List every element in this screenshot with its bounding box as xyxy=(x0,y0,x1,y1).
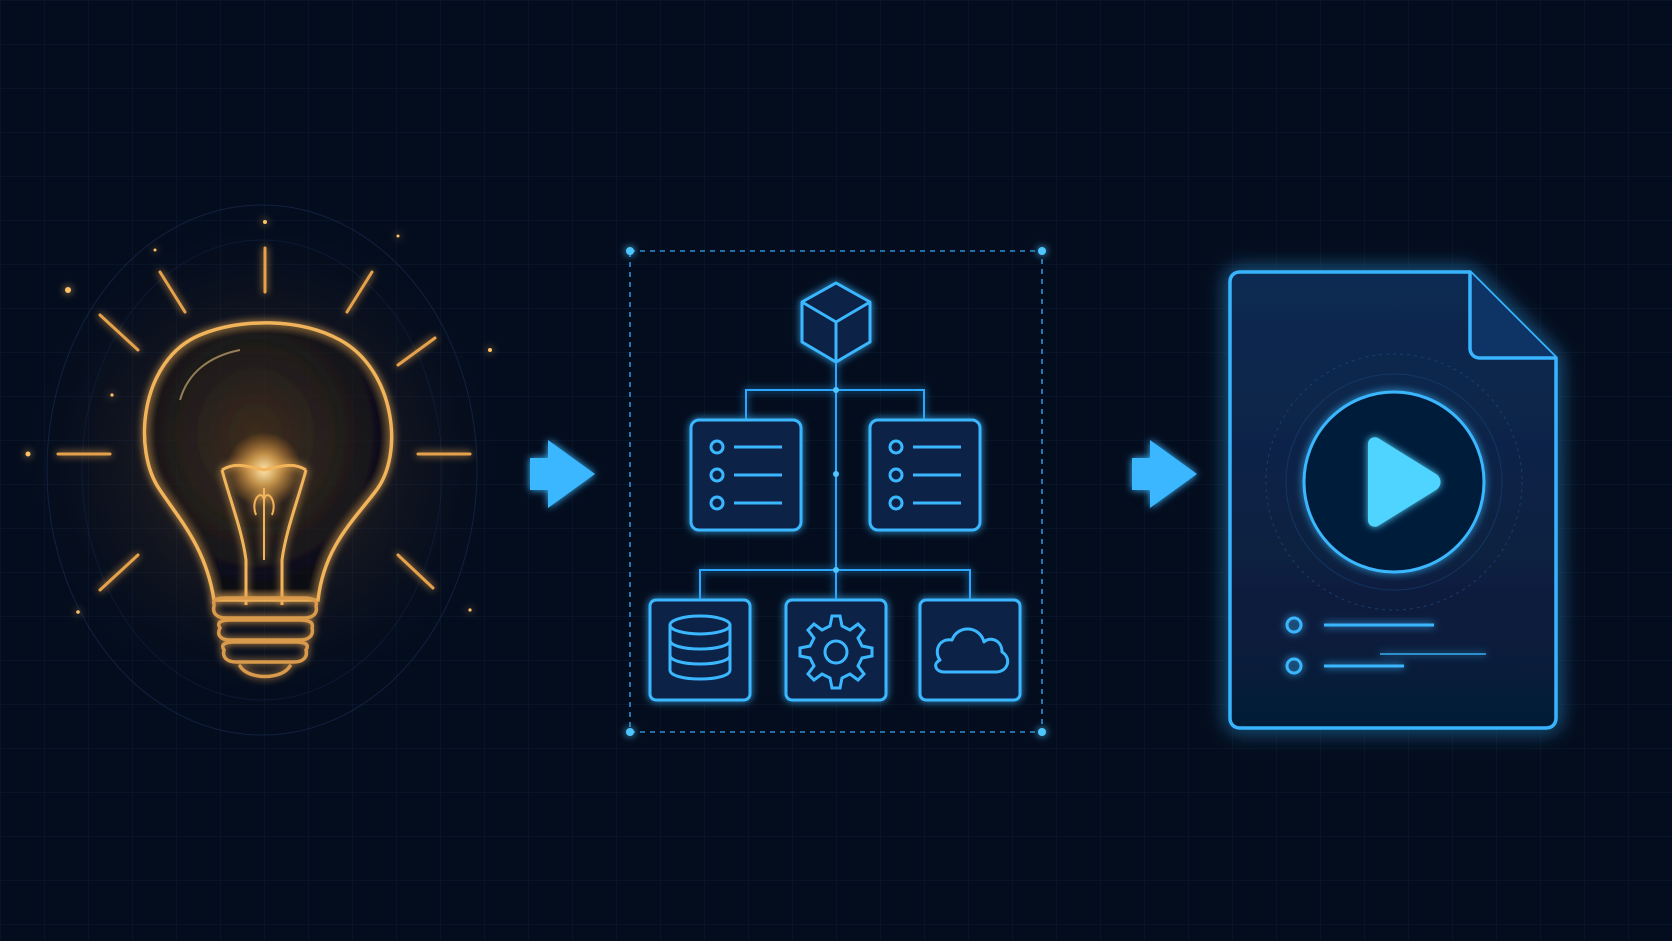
database-icon xyxy=(648,598,752,702)
light-rays xyxy=(56,246,472,592)
document-text-lines xyxy=(1285,616,1486,675)
lightbulb-icon xyxy=(12,204,512,736)
list-icon xyxy=(868,418,982,532)
video-document-icon xyxy=(1228,270,1558,730)
bulb-base xyxy=(211,596,319,679)
hierarchy-icon xyxy=(626,247,1046,736)
play-icon xyxy=(1368,437,1441,527)
arrow-idea-to-architecture xyxy=(438,440,595,508)
gear-icon xyxy=(784,598,888,702)
cloud-icon xyxy=(918,598,1022,702)
cube-icon xyxy=(800,281,872,364)
selection-frame xyxy=(629,250,1043,733)
document-fold xyxy=(1468,272,1556,360)
arrow-architecture-to-output xyxy=(1040,440,1197,508)
list-icon xyxy=(689,418,803,532)
